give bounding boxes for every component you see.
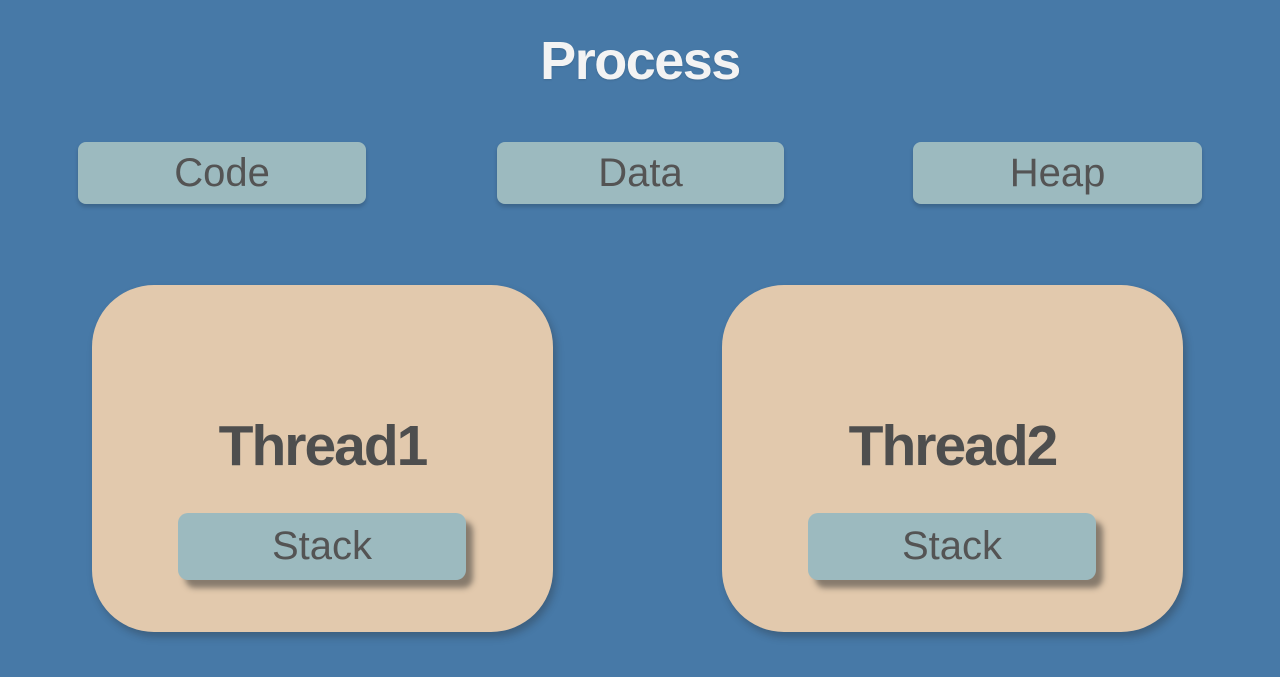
code-segment-box: Code (78, 142, 366, 204)
thread1-box: Thread1 Stack (92, 285, 553, 632)
thread2-stack-label: Stack (901, 524, 1003, 568)
heap-segment-label: Heap (1009, 150, 1106, 195)
thread1-title: Thread1 (218, 414, 429, 478)
thread2-title: Thread2 (848, 414, 1059, 478)
thread1-stack-label: Stack (271, 524, 373, 568)
thread2-box: Thread2 Stack (722, 285, 1183, 632)
code-segment-label: Code (174, 150, 270, 195)
data-segment-box: Data (497, 142, 784, 204)
thread1-stack-box: Stack (178, 513, 466, 580)
process-title: Process (540, 31, 741, 91)
data-segment-label: Data (598, 150, 683, 195)
bottom-edge-strip (0, 677, 1280, 679)
thread2-stack-box: Stack (808, 513, 1096, 580)
heap-segment-box: Heap (913, 142, 1202, 204)
